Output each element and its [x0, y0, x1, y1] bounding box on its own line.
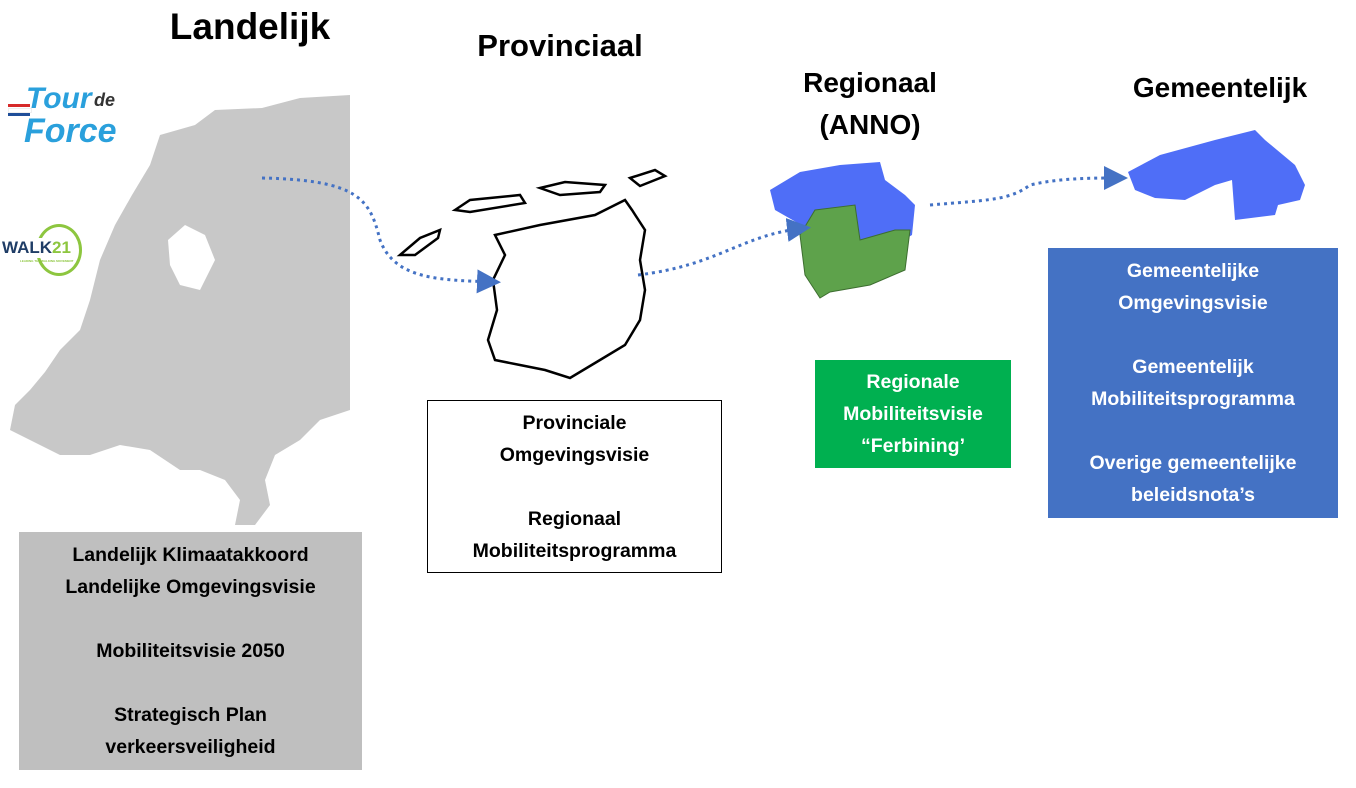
box-line: Omgevingsvisie — [499, 443, 650, 466]
box-line: Landelijke Omgevingsvisie — [65, 576, 316, 598]
box-line: Gemeentelijk — [1132, 356, 1254, 378]
walk21-logo: WALK21 LEADING THE WALKING MOVEMENT — [2, 222, 92, 282]
box-line: Mobiliteitsprogramma — [472, 539, 677, 562]
title-provincial: Provinciaal — [477, 28, 643, 63]
netherlands-map — [10, 95, 350, 525]
tour-de-force-logo: Tour de Force — [6, 82, 141, 172]
box-line: Landelijk Klimaatakkoord — [72, 544, 309, 566]
logo-text-de: de — [94, 90, 116, 110]
box-line: Provinciale — [522, 411, 627, 434]
box-line: Mobiliteitsvisie 2050 — [96, 640, 285, 662]
regional-policy-box: Regionale Mobiliteitsvisie “Ferbining’ — [815, 360, 1011, 468]
box-line: Strategisch Plan — [114, 704, 267, 726]
arrow-national-to-provincial — [261, 176, 501, 294]
municipal-map — [1128, 130, 1305, 220]
box-line: Regionaal — [527, 507, 622, 530]
regional-map-green — [799, 204, 911, 299]
logo-tagline: LEADING THE WALKING MOVEMENT — [20, 259, 74, 263]
box-line: Mobiliteitsprogramma — [1091, 388, 1295, 410]
national-policy-box: Landelijk Klimaatakkoord Landelijke Omge… — [19, 532, 362, 770]
box-line: “Ferbining’ — [861, 435, 965, 457]
logo-text-force: Force — [24, 112, 117, 150]
friesland-outline — [396, 168, 668, 380]
municipal-policy-box: Gemeentelijke Omgevingsvisie Gemeentelij… — [1048, 248, 1338, 518]
logo-text-walk: WALK21 — [2, 238, 71, 258]
box-line: Regionale — [866, 371, 960, 393]
provincial-policy-box: Provinciale Omgevingsvisie Regionaal Mob… — [427, 400, 722, 573]
title-regional-line2: (ANNO) — [819, 109, 921, 140]
box-line: Overige gemeentelijke — [1089, 452, 1297, 474]
logo-text-tour: Tour — [26, 82, 92, 115]
arrow-regional-to-municipal — [929, 166, 1128, 207]
title-regional: Regionaal (ANNO) — [770, 62, 970, 146]
title-regional-line1: Regionaal — [803, 67, 937, 98]
title-national: Landelijk — [169, 6, 331, 47]
arrow-provincial-to-regional — [637, 218, 811, 277]
box-line: Gemeentelijke — [1126, 260, 1260, 282]
box-line: Omgevingsvisie — [1118, 292, 1268, 314]
title-municipal: Gemeentelijk — [1132, 72, 1308, 103]
box-line: beleidsnota’s — [1131, 484, 1255, 506]
ijsselmeer — [168, 225, 215, 290]
box-line: Mobiliteitsvisie — [843, 403, 983, 425]
box-line: verkeersveiligheid — [105, 736, 276, 758]
